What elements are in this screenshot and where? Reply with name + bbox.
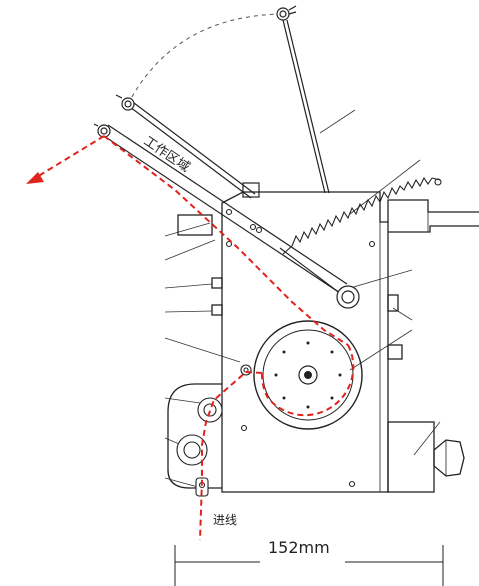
main-wheel	[253, 320, 363, 430]
leader-lines	[164, 109, 441, 488]
tension-spring	[279, 176, 442, 298]
housing	[167, 191, 479, 493]
eyelet-top	[276, 5, 297, 21]
swing-arc	[127, 13, 285, 105]
pivot-bolt	[336, 285, 360, 309]
thread-path	[31, 135, 355, 541]
eyelet-low	[93, 123, 111, 138]
dimension-label: 152mm	[268, 538, 330, 557]
guide-parts	[176, 208, 376, 497]
swing-arms	[100, 19, 348, 294]
dimension-152mm	[174, 545, 444, 586]
feed-in-label: 进线	[213, 513, 237, 527]
eyelets	[93, 5, 297, 138]
eyelet-middle	[115, 94, 135, 111]
thread-arrow	[26, 172, 44, 184]
